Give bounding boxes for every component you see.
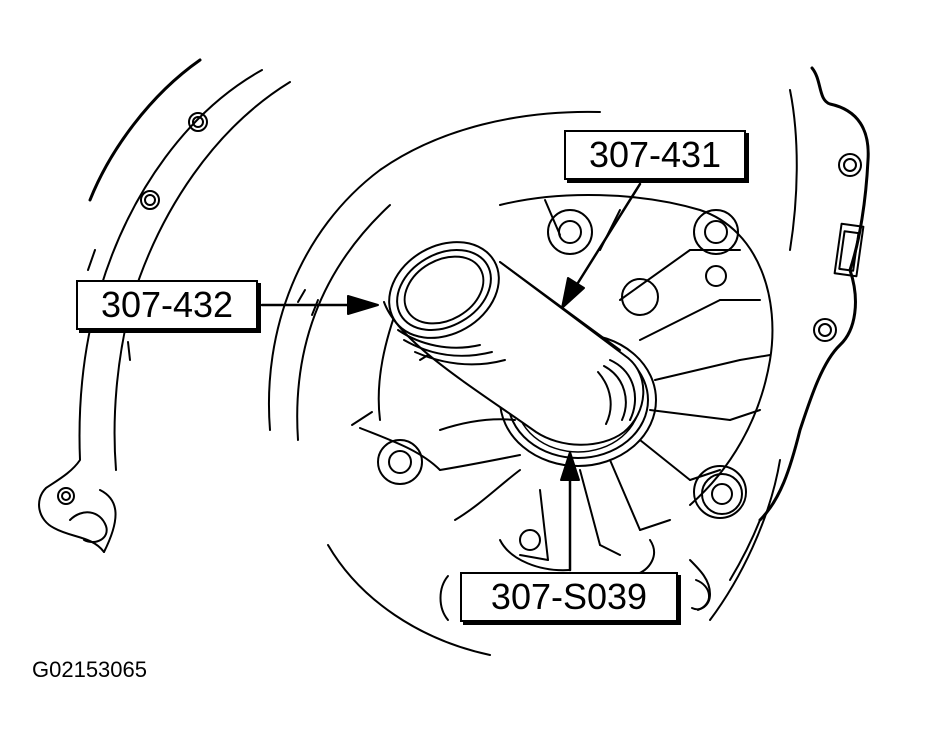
callout-arrows [260, 182, 642, 572]
bell-housing-flange [38, 58, 291, 553]
callout-label-307-432: 307-432 [76, 280, 258, 330]
arrow-head-307-431 [561, 277, 585, 309]
arrow-head-307-s039 [560, 451, 580, 481]
callout-label-307-s039: 307-S039 [460, 572, 678, 622]
housing-inner-arcs [268, 110, 781, 656]
callout-text-307-432: 307-432 [100, 284, 234, 325]
callout-label-307-431: 307-431 [564, 130, 746, 180]
right-flange [729, 66, 870, 581]
installer-tool [383, 241, 645, 446]
callout-bracket-marks [439, 575, 710, 621]
callout-text-307-s039: 307-S039 [490, 576, 648, 617]
bolt-bosses [377, 209, 747, 611]
arrow-head-307-432 [347, 295, 379, 315]
figure-code: G02153065 [32, 657, 147, 682]
callout-text-307-431: 307-431 [588, 134, 722, 175]
